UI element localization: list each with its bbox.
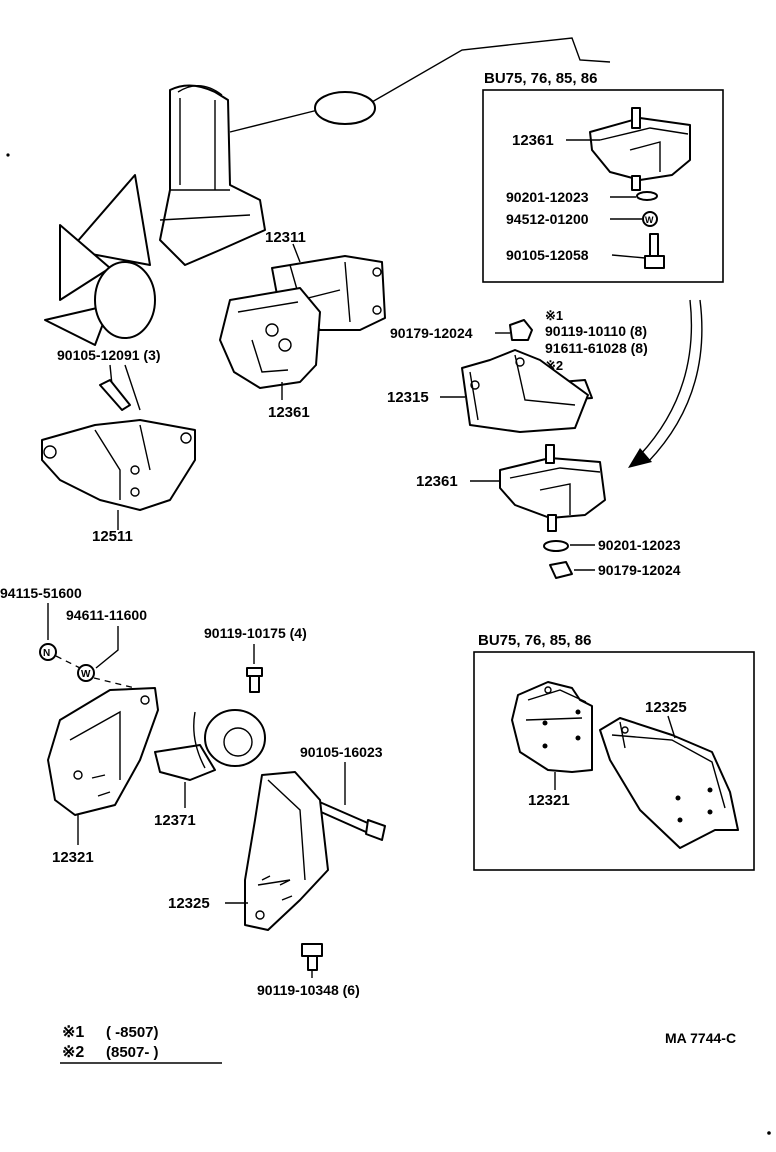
svg-text:W: W [645, 215, 654, 225]
label-12361-right: 12361 [416, 473, 458, 490]
top-right-box: BU75, 76, 85, 86 12361 90201-12023 W 945… [482, 70, 724, 283]
stud-right-bottom [547, 514, 557, 532]
note-mark-1: ※1 [545, 308, 563, 323]
stud-bottom [631, 175, 641, 191]
bracket-12511 [41, 419, 196, 511]
box-bottom-title: BU75, 76, 85, 86 [478, 632, 591, 649]
label-90105-12058: 90105-12058 [506, 247, 589, 263]
bolt-10348-shank [307, 955, 318, 971]
fan-hub [94, 261, 156, 339]
label-12511: 12511 [92, 528, 133, 545]
bracket-12325-box [599, 717, 739, 849]
label-94115-51600: 94115-51600 [0, 585, 82, 601]
label-12321-left: 12321 [52, 849, 94, 866]
legend: ※1 ( -8507) ※2 (8507- ) MA 7744-C [60, 1024, 771, 1135]
nut-n [39, 643, 57, 661]
label-90105-12091: 90105-12091 (3) [57, 347, 161, 363]
label-90201-12023-b: 90201-12023 [598, 537, 681, 553]
bolt-shank [649, 233, 659, 257]
label-90119-10348: 90119-10348 (6) [257, 982, 360, 998]
bottom-right-box: BU75, 76, 85, 86 12321 12325 [473, 632, 755, 871]
label-91611-61028: 91611-61028 (8) [545, 340, 648, 356]
fan-blade [69, 174, 151, 266]
nut-90179-12024 [509, 319, 533, 341]
bracket-12321-left [47, 687, 159, 816]
curved-arrow [628, 299, 703, 468]
washer-w [77, 664, 95, 682]
legend2-mark: ※2 [62, 1044, 84, 1061]
label-12371: 12371 [154, 812, 196, 829]
engine-detail [159, 98, 251, 221]
label-12361-center: 12361 [268, 404, 310, 421]
stud-top [631, 107, 641, 129]
nut-letter-n: N [43, 648, 50, 659]
nut-right [549, 561, 573, 579]
insulator-12371 [204, 709, 266, 767]
stud-right-top [545, 444, 555, 464]
air-cap [314, 91, 376, 125]
label-90179-12024-b: 90179-12024 [598, 562, 681, 578]
mount-detail [599, 127, 689, 172]
bolt-90105-12091 [99, 379, 131, 411]
washer-letter-w: W [81, 669, 91, 680]
variant-box-bottom [473, 651, 755, 871]
bracket-12321-box [511, 681, 593, 773]
bracket-12315 [461, 349, 589, 433]
label-94611-11600: 94611-11600 [66, 607, 147, 623]
engine-mount-top [589, 117, 691, 181]
label-90119-10110: 90119-10110 (8) [545, 323, 647, 339]
fan-blade [59, 224, 111, 301]
bolt-10175-shank [249, 675, 260, 693]
label-12315: 12315 [387, 389, 429, 406]
label-90119-10175: 90119-10175 (4) [204, 625, 307, 641]
diagram-code: MA 7744-C [665, 1030, 736, 1046]
bolt-head [644, 255, 665, 269]
legend2-text: (8507- ) [106, 1044, 159, 1061]
washer-right [543, 540, 569, 552]
variant-box-top [482, 89, 724, 283]
bolt-10175-head [246, 667, 263, 677]
mount-12361-center [219, 287, 321, 389]
box-top-title: BU75, 76, 85, 86 [484, 70, 597, 87]
engine-sketch [6, 37, 611, 346]
label-90179-12024-a: 90179-12024 [390, 325, 473, 341]
label-12325-box: 12325 [645, 699, 687, 716]
washer-w-top [642, 211, 658, 227]
center-mount-assembly: 12311 12361 [219, 229, 386, 421]
label-90201-12023-top: 90201-12023 [506, 189, 589, 205]
insulator-base [154, 744, 216, 781]
leader-to-box [371, 37, 611, 103]
legend1-mark: ※1 [62, 1024, 84, 1041]
speck [6, 153, 10, 157]
hose-line [229, 109, 319, 133]
left-bracket-assembly: 90105-12091 (3) 12511 [41, 347, 196, 545]
label-12325-left: 12325 [168, 895, 210, 912]
label-90105-16023: 90105-16023 [300, 744, 383, 760]
label-12311: 12311 [265, 229, 306, 246]
legend1-text: ( -8507) [106, 1024, 159, 1041]
lower-left-assembly: 94115-51600 N 94611-11600 W 12321 90119-… [0, 585, 386, 998]
bolt-16023-head [365, 819, 386, 841]
filler-neck [177, 85, 223, 96]
engine-block [159, 84, 266, 266]
label-12321-box: 12321 [528, 792, 570, 809]
right-mount-assembly: ※1 90179-12024 90119-10110 (8) 91611-610… [387, 308, 681, 579]
washer-plain [636, 191, 658, 201]
bracket-12325-left [244, 771, 329, 931]
label-12361-top: 12361 [512, 132, 554, 149]
label-94512-01200: 94512-01200 [506, 211, 589, 227]
bolt-10348-head [301, 943, 323, 957]
